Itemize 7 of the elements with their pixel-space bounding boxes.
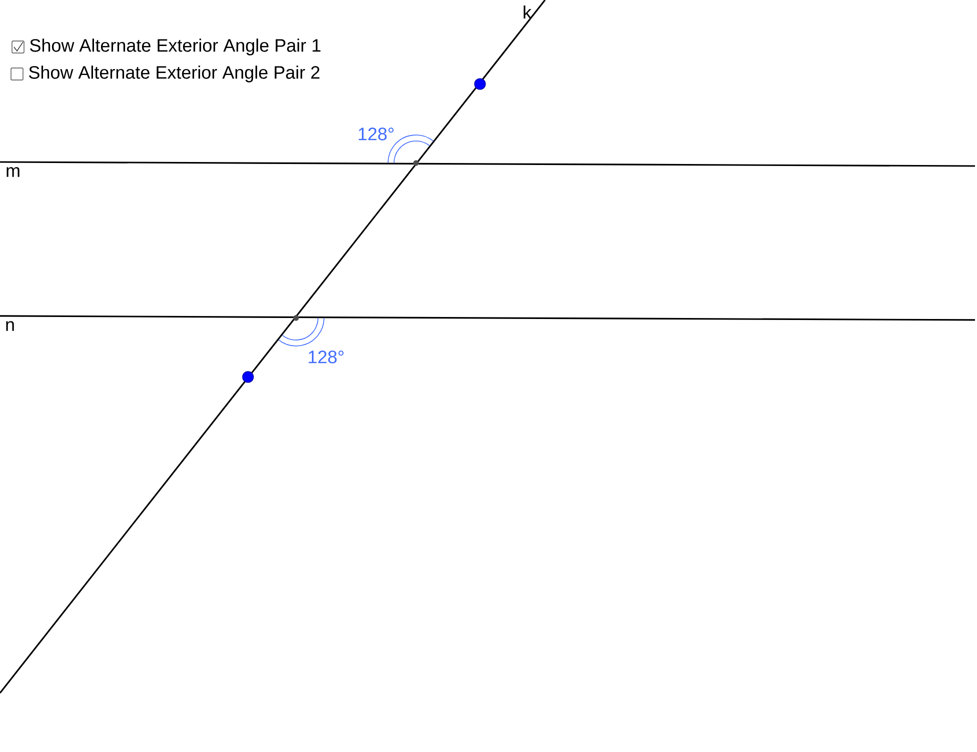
angle-label: 128° — [308, 350, 344, 364]
line-label: n — [6, 321, 14, 331]
line-label: m — [6, 167, 20, 177]
checkbox: Show Alternate Exterior Angle Pair 1 — [12, 38, 320, 56]
checkbox: Show Alternate Exterior Angle Pair 2 — [10, 66, 320, 82]
line-label: k — [524, 5, 532, 18]
angle-label: 128° — [358, 128, 394, 140]
